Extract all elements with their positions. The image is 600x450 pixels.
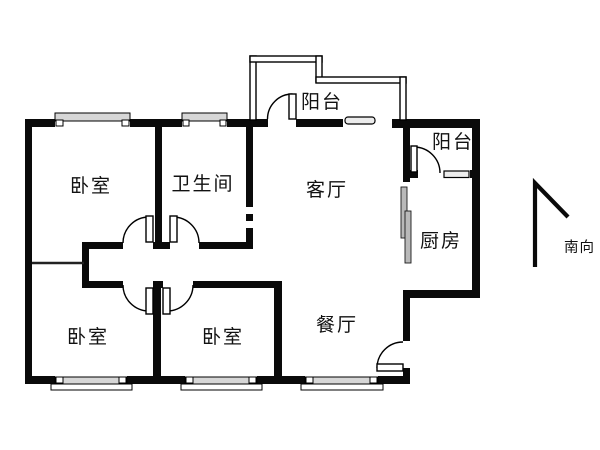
room-label-balcony-right: 阳台 xyxy=(432,131,474,153)
room-label-living-room: 客厅 xyxy=(306,179,348,201)
door-entrance xyxy=(376,341,404,372)
door-bedroom-bottom-left xyxy=(122,284,154,315)
room-labels: 卧室 卫生间 客厅 阳台 阳台 厨房 卧室 卧室 餐厅 xyxy=(67,91,474,348)
window-balcony-right xyxy=(443,170,470,179)
door-balcony-top xyxy=(266,93,297,120)
door-balcony-right xyxy=(410,145,441,174)
orientation-label: 南向 xyxy=(564,239,595,256)
balcony-outline xyxy=(249,55,407,121)
window-dining xyxy=(300,376,384,391)
room-label-bedroom-top-left: 卧室 xyxy=(70,175,112,197)
window-bedroom-bottom-left xyxy=(50,376,133,391)
door-bedroom-top-left xyxy=(122,215,154,244)
window-bathroom xyxy=(181,112,228,127)
windows xyxy=(50,112,470,391)
window-bedroom-top-left xyxy=(54,112,131,127)
room-label-dining-room: 餐厅 xyxy=(316,314,358,336)
door-bedroom-bottom-middle xyxy=(162,284,194,315)
sliding-door-kitchen xyxy=(400,186,412,264)
window-living-slider xyxy=(344,116,376,125)
room-label-bathroom: 卫生间 xyxy=(171,173,234,195)
door-bathroom xyxy=(169,215,200,244)
window-bedroom-bottom-middle xyxy=(180,376,263,391)
room-label-bedroom-bottom-left: 卧室 xyxy=(67,326,109,348)
south-arrow-icon xyxy=(532,177,570,267)
room-label-balcony-top: 阳台 xyxy=(301,91,343,113)
south-indicator: 南向 xyxy=(532,177,595,267)
room-label-bedroom-bottom-middle: 卧室 xyxy=(202,326,244,348)
doors xyxy=(122,93,441,372)
room-label-kitchen: 厨房 xyxy=(420,230,462,252)
